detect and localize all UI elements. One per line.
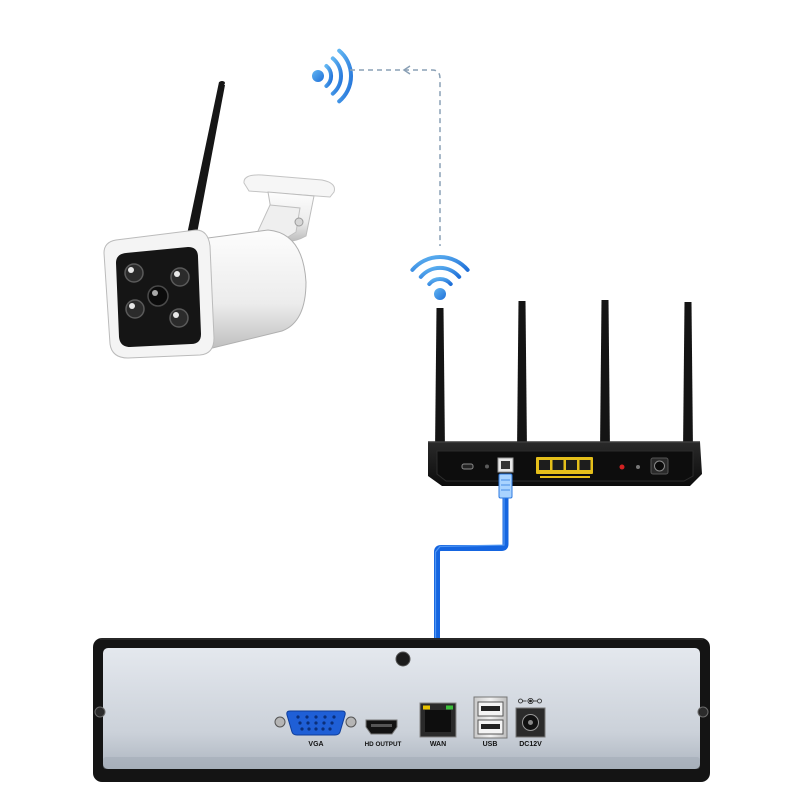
camera-wifi-icon (312, 48, 353, 104)
wan-led-green (446, 705, 453, 710)
router-cable-plug (498, 473, 513, 499)
camera-lens (147, 285, 169, 307)
wifi-signal-arc (410, 255, 470, 272)
vga-screw (345, 716, 357, 728)
router-wan-port (497, 457, 514, 473)
nvr: VGA HD OUTPUT WAN USB (93, 638, 710, 782)
router-lan-port (552, 460, 564, 470)
wifi-signal-arc (418, 265, 462, 279)
vga-screw (274, 716, 286, 728)
nvr-screw (697, 706, 709, 718)
wan-port (419, 702, 457, 738)
wan-label: WAN (430, 741, 446, 748)
nvr-rear-panel (103, 648, 700, 769)
router-wifi-icon (410, 255, 470, 300)
wifi-signal-dot (312, 70, 324, 82)
dc-polarity-icon (518, 698, 542, 705)
arrow-left-icon (402, 65, 411, 75)
dc-power-jack (515, 707, 546, 738)
router-antenna (517, 301, 527, 452)
ir-led (125, 299, 145, 319)
wireless-router (428, 300, 702, 486)
router-power-button (636, 465, 640, 469)
camera-antenna-tip (219, 81, 225, 85)
usb-ports (473, 696, 508, 739)
nvr-screw (395, 651, 411, 667)
router-status-led (619, 464, 625, 470)
vga-pins (296, 715, 336, 731)
router-dc-jack (650, 457, 669, 475)
ir-led (169, 308, 189, 328)
wireless-link-dashed-line (350, 69, 441, 246)
wifi-signal-dot (434, 288, 446, 300)
camera-antenna (185, 82, 225, 244)
router-lan-port (579, 460, 591, 470)
usb-slot (477, 701, 504, 717)
usb-slot (477, 719, 504, 735)
vga-port (274, 710, 357, 736)
hdmi-port (365, 719, 398, 735)
router-antenna (435, 308, 445, 452)
router-antenna (600, 300, 610, 452)
router-usb-c-port (461, 463, 474, 470)
wifi-signal-arc (330, 56, 343, 96)
router-lan-port (539, 460, 550, 470)
ir-led (170, 267, 190, 287)
nvr-screw (94, 706, 106, 718)
vga-label: VGA (308, 741, 323, 748)
ip-camera (103, 81, 335, 359)
router-reset-button (485, 464, 489, 469)
wifi-signal-arc (427, 277, 453, 286)
router-antenna (683, 302, 693, 452)
wifi-signal-arc (324, 64, 334, 88)
ir-led (124, 263, 144, 283)
wifi-signal-arc (337, 48, 353, 104)
router-lan-ports (536, 457, 593, 478)
router-lan-port (566, 460, 577, 470)
usb-label: USB (483, 741, 498, 748)
wan-led-yellow (423, 705, 430, 710)
dc-label: DC12V (519, 741, 542, 748)
hdmi-label: HD OUTPUT (365, 741, 402, 748)
